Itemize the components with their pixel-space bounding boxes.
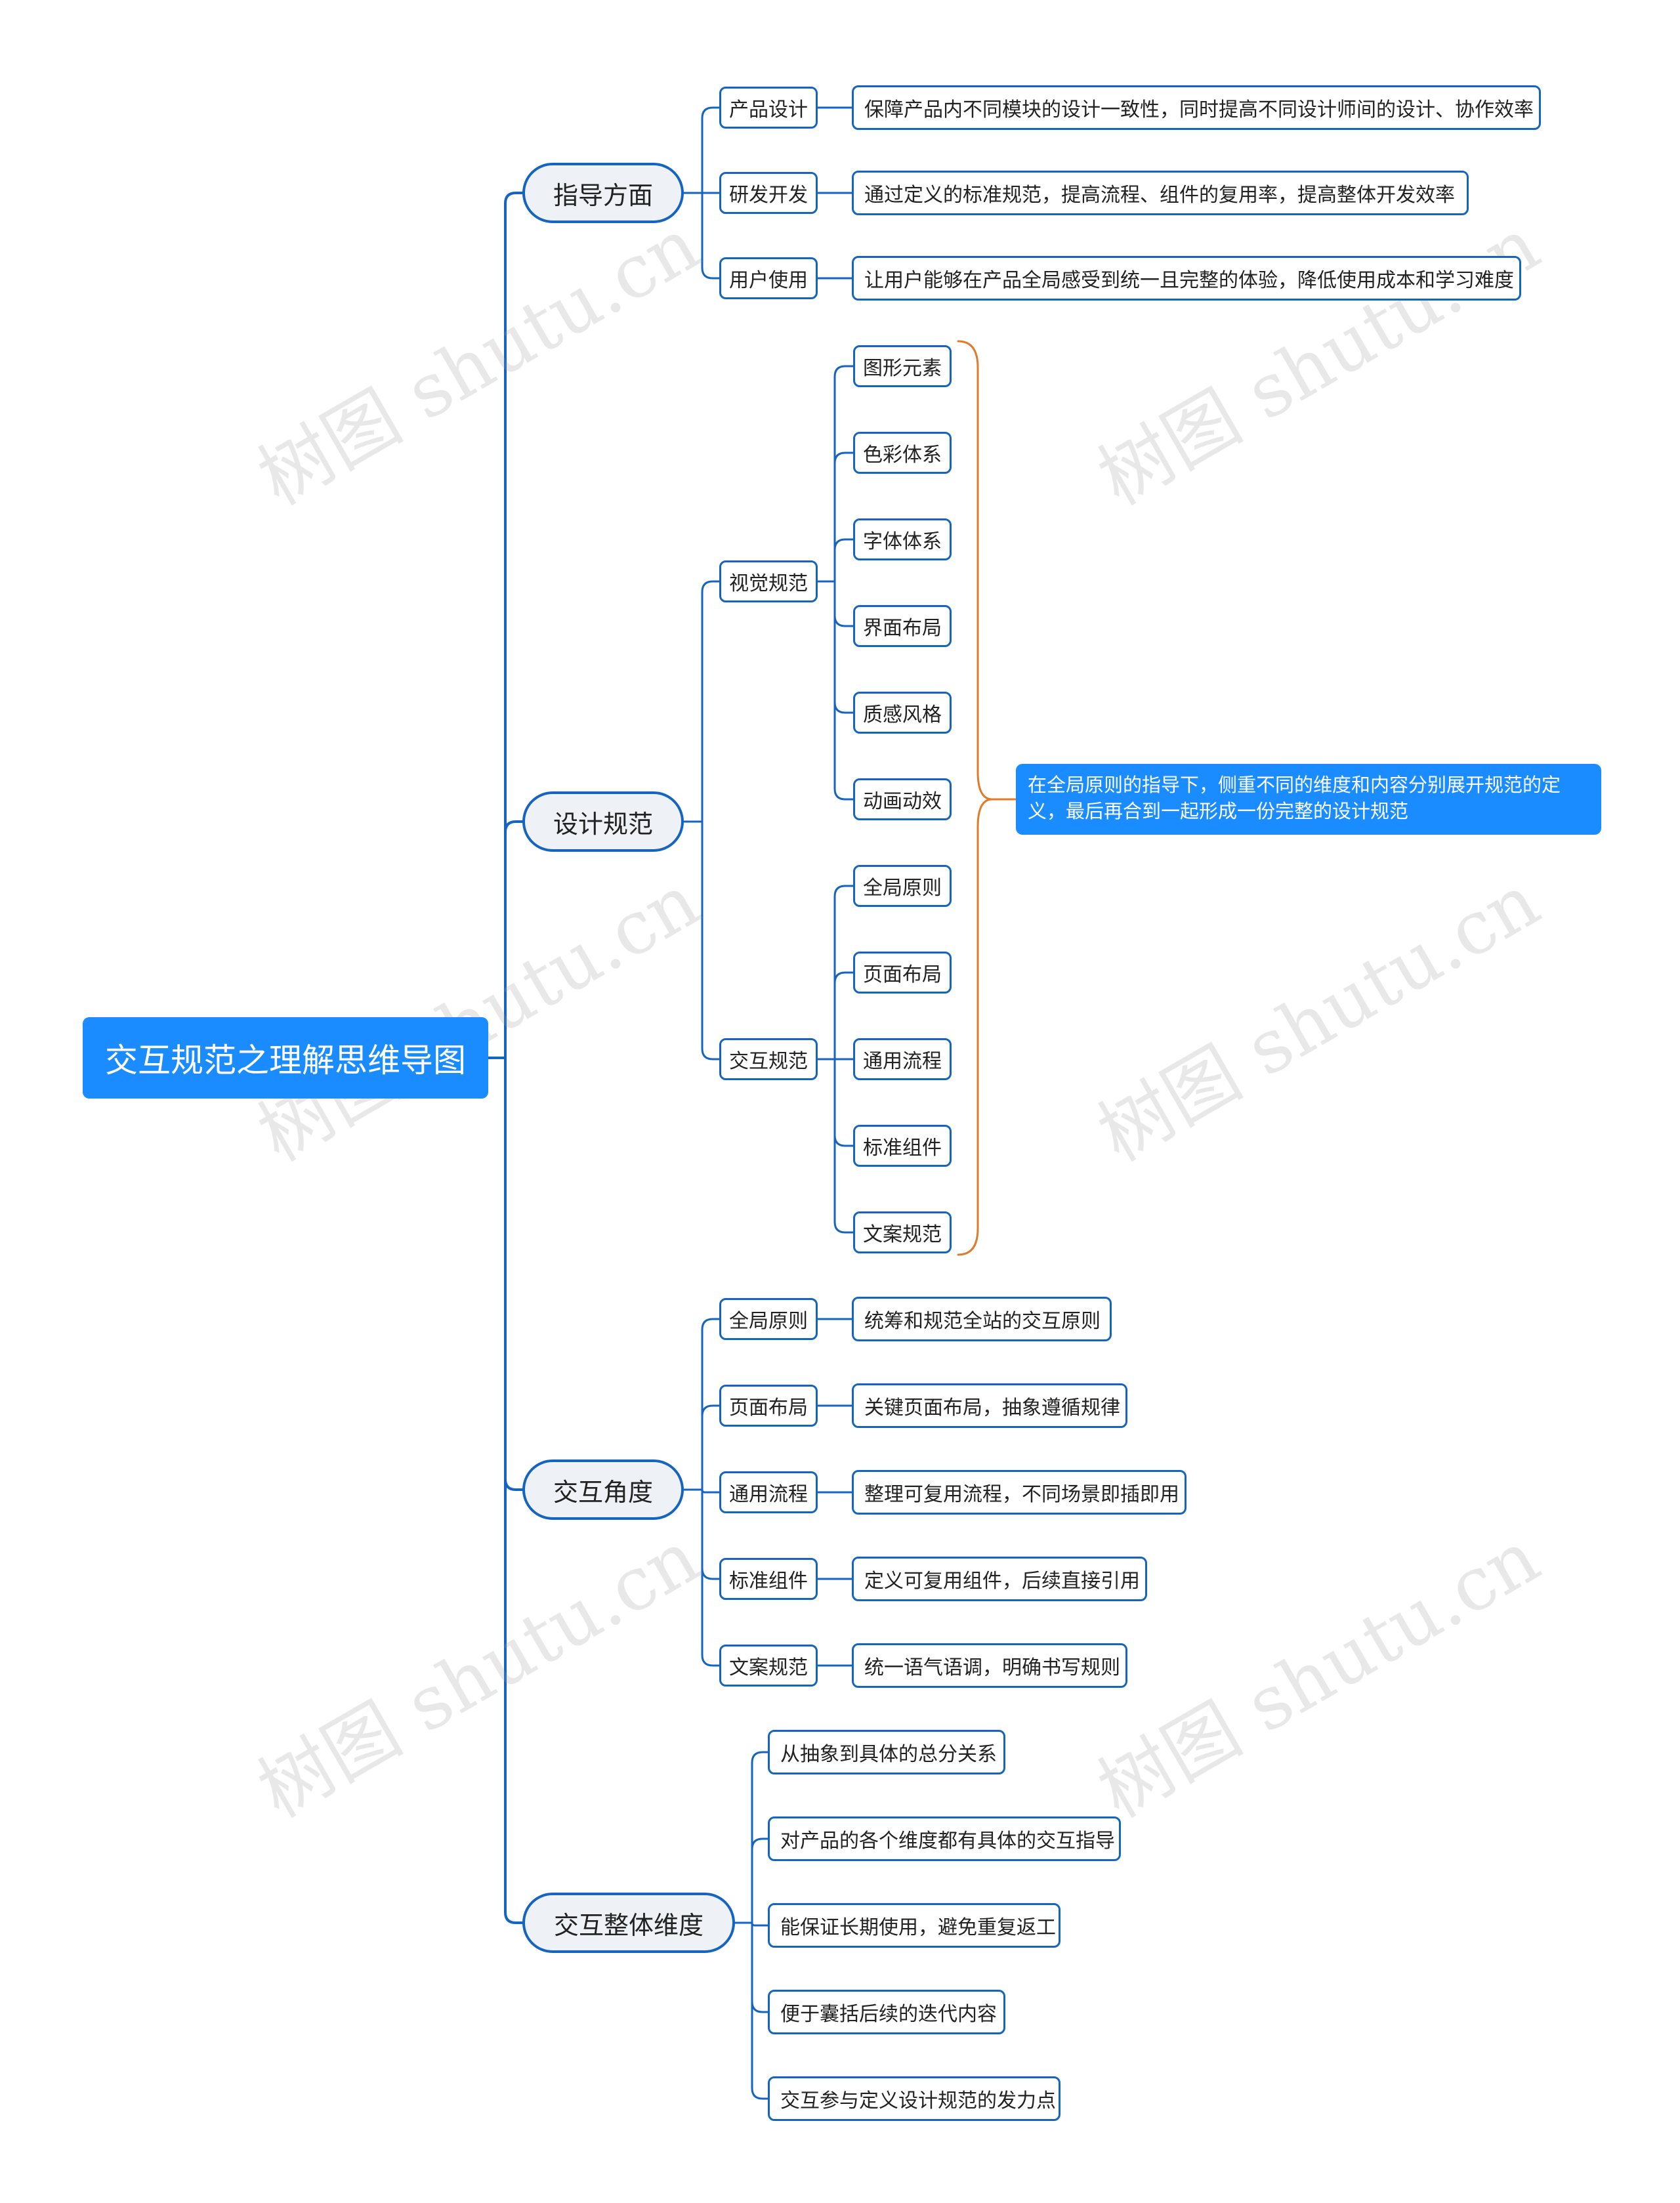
overall-item[interactable]: 能保证长期使用，避免重复返工 — [768, 1903, 1060, 1948]
root-topic[interactable]: 交互规范之理解思维导图 — [83, 1017, 488, 1099]
angle-connector-link — [701, 1404, 721, 1491]
guidance-connector-link — [701, 106, 721, 194]
design-spec-interaction[interactable]: 交互规范 — [719, 1038, 818, 1080]
interaction-connector-link — [833, 1058, 854, 1234]
visual-item[interactable]: 质感风格 — [853, 692, 952, 734]
overall-connector-link — [751, 1837, 769, 1924]
overall-connector-link — [751, 1751, 769, 1924]
angle-detail-global-principles[interactable]: 统筹和规范全站的交互原则 — [852, 1297, 1112, 1341]
branch-design-spec[interactable]: 设计规范 — [522, 791, 684, 852]
root-connector-link — [504, 192, 524, 1059]
root-connector-link — [504, 820, 524, 1059]
interaction-connector-link — [833, 1058, 854, 1147]
angle-item-page-layout[interactable]: 页面布局 — [719, 1385, 818, 1427]
angle-detail-copy-spec[interactable]: 统一语气语调，明确书写规则 — [852, 1643, 1127, 1688]
visual-item[interactable]: 色彩体系 — [853, 432, 952, 474]
angle-item-copy-spec[interactable]: 文案规范 — [719, 1645, 818, 1687]
angle-connector-link — [701, 1488, 721, 1580]
visual-connector-link — [833, 538, 854, 583]
design-spec-summary[interactable]: 在全局原则的指导下，侧重不同的维度和内容分别展开规范的定义，最后再合到一起形成一… — [1016, 764, 1601, 835]
angle-item-common-flow[interactable]: 通用流程 — [719, 1471, 818, 1513]
design-connector-link — [701, 580, 721, 823]
visual-connector-link — [833, 580, 854, 714]
design-connector-link — [701, 820, 721, 1060]
angle-connector-link — [701, 1488, 721, 1667]
angle-item-standard-components[interactable]: 标准组件 — [719, 1558, 818, 1600]
angle-detail-page-layout[interactable]: 关键页面布局，抽象遵循规律 — [852, 1383, 1127, 1428]
interaction-item[interactable]: 页面布局 — [853, 952, 952, 994]
guidance-detail-rd-development[interactable]: 通过定义的标准规范，提高流程、组件的复用率，提高整体开发效率 — [852, 171, 1469, 215]
visual-item[interactable]: 界面布局 — [853, 605, 952, 647]
interaction-connector-link — [833, 971, 854, 1060]
interaction-connector-link — [833, 885, 854, 1060]
visual-item[interactable]: 动画动效 — [853, 778, 952, 820]
visual-connector-link — [833, 365, 854, 583]
root-connector-link — [504, 1057, 524, 1924]
visual-connector-link — [833, 451, 854, 583]
guidance-item-rd-development[interactable]: 研发开发 — [719, 172, 818, 214]
angle-detail-standard-components[interactable]: 定义可复用组件，后续直接引用 — [852, 1557, 1147, 1601]
guidance-connector-link — [701, 192, 721, 280]
root-connector-link — [504, 1057, 524, 1491]
interaction-item[interactable]: 文案规范 — [853, 1211, 952, 1253]
interaction-item[interactable]: 通用流程 — [853, 1038, 952, 1080]
guidance-item-user-usage[interactable]: 用户使用 — [719, 257, 818, 299]
angle-connector-link — [701, 1488, 721, 1494]
overall-connector-link — [751, 1921, 769, 1927]
overall-connector-link — [751, 1921, 769, 2100]
angle-item-global-principles[interactable]: 全局原则 — [719, 1298, 818, 1340]
guidance-detail-user-usage[interactable]: 让用户能够在产品全局感受到统一且完整的体验，降低使用成本和学习难度 — [852, 256, 1521, 301]
overall-item[interactable]: 交互参与定义设计规范的发力点 — [768, 2076, 1060, 2121]
guidance-detail-product-design[interactable]: 保障产品内不同模块的设计一致性，同时提高不同设计师间的设计、协作效率 — [852, 85, 1541, 130]
branch-interaction-angle[interactable]: 交互角度 — [522, 1459, 684, 1520]
branch-guidance[interactable]: 指导方面 — [522, 163, 684, 223]
interaction-item[interactable]: 标准组件 — [853, 1125, 952, 1167]
angle-detail-common-flow[interactable]: 整理可复用流程，不同场景即插即用 — [852, 1470, 1186, 1515]
guidance-item-product-design[interactable]: 产品设计 — [719, 87, 818, 129]
angle-connector-link — [701, 1318, 721, 1491]
summary-bracket — [957, 340, 993, 1256]
overall-connector-link — [751, 1921, 769, 2013]
overall-item[interactable]: 便于囊括后续的迭代内容 — [768, 1990, 1005, 2034]
overall-item[interactable]: 从抽象到具体的总分关系 — [768, 1730, 1005, 1774]
visual-item[interactable]: 字体体系 — [853, 518, 952, 560]
branch-overall-dimension[interactable]: 交互整体维度 — [522, 1893, 735, 1953]
design-spec-visual[interactable]: 视觉规范 — [719, 560, 818, 602]
visual-connector-link — [833, 580, 854, 801]
visual-item[interactable]: 图形元素 — [853, 345, 952, 387]
overall-item[interactable]: 对产品的各个维度都有具体的交互指导 — [768, 1816, 1121, 1861]
visual-connector-link — [833, 580, 854, 627]
interaction-item[interactable]: 全局原则 — [853, 865, 952, 907]
